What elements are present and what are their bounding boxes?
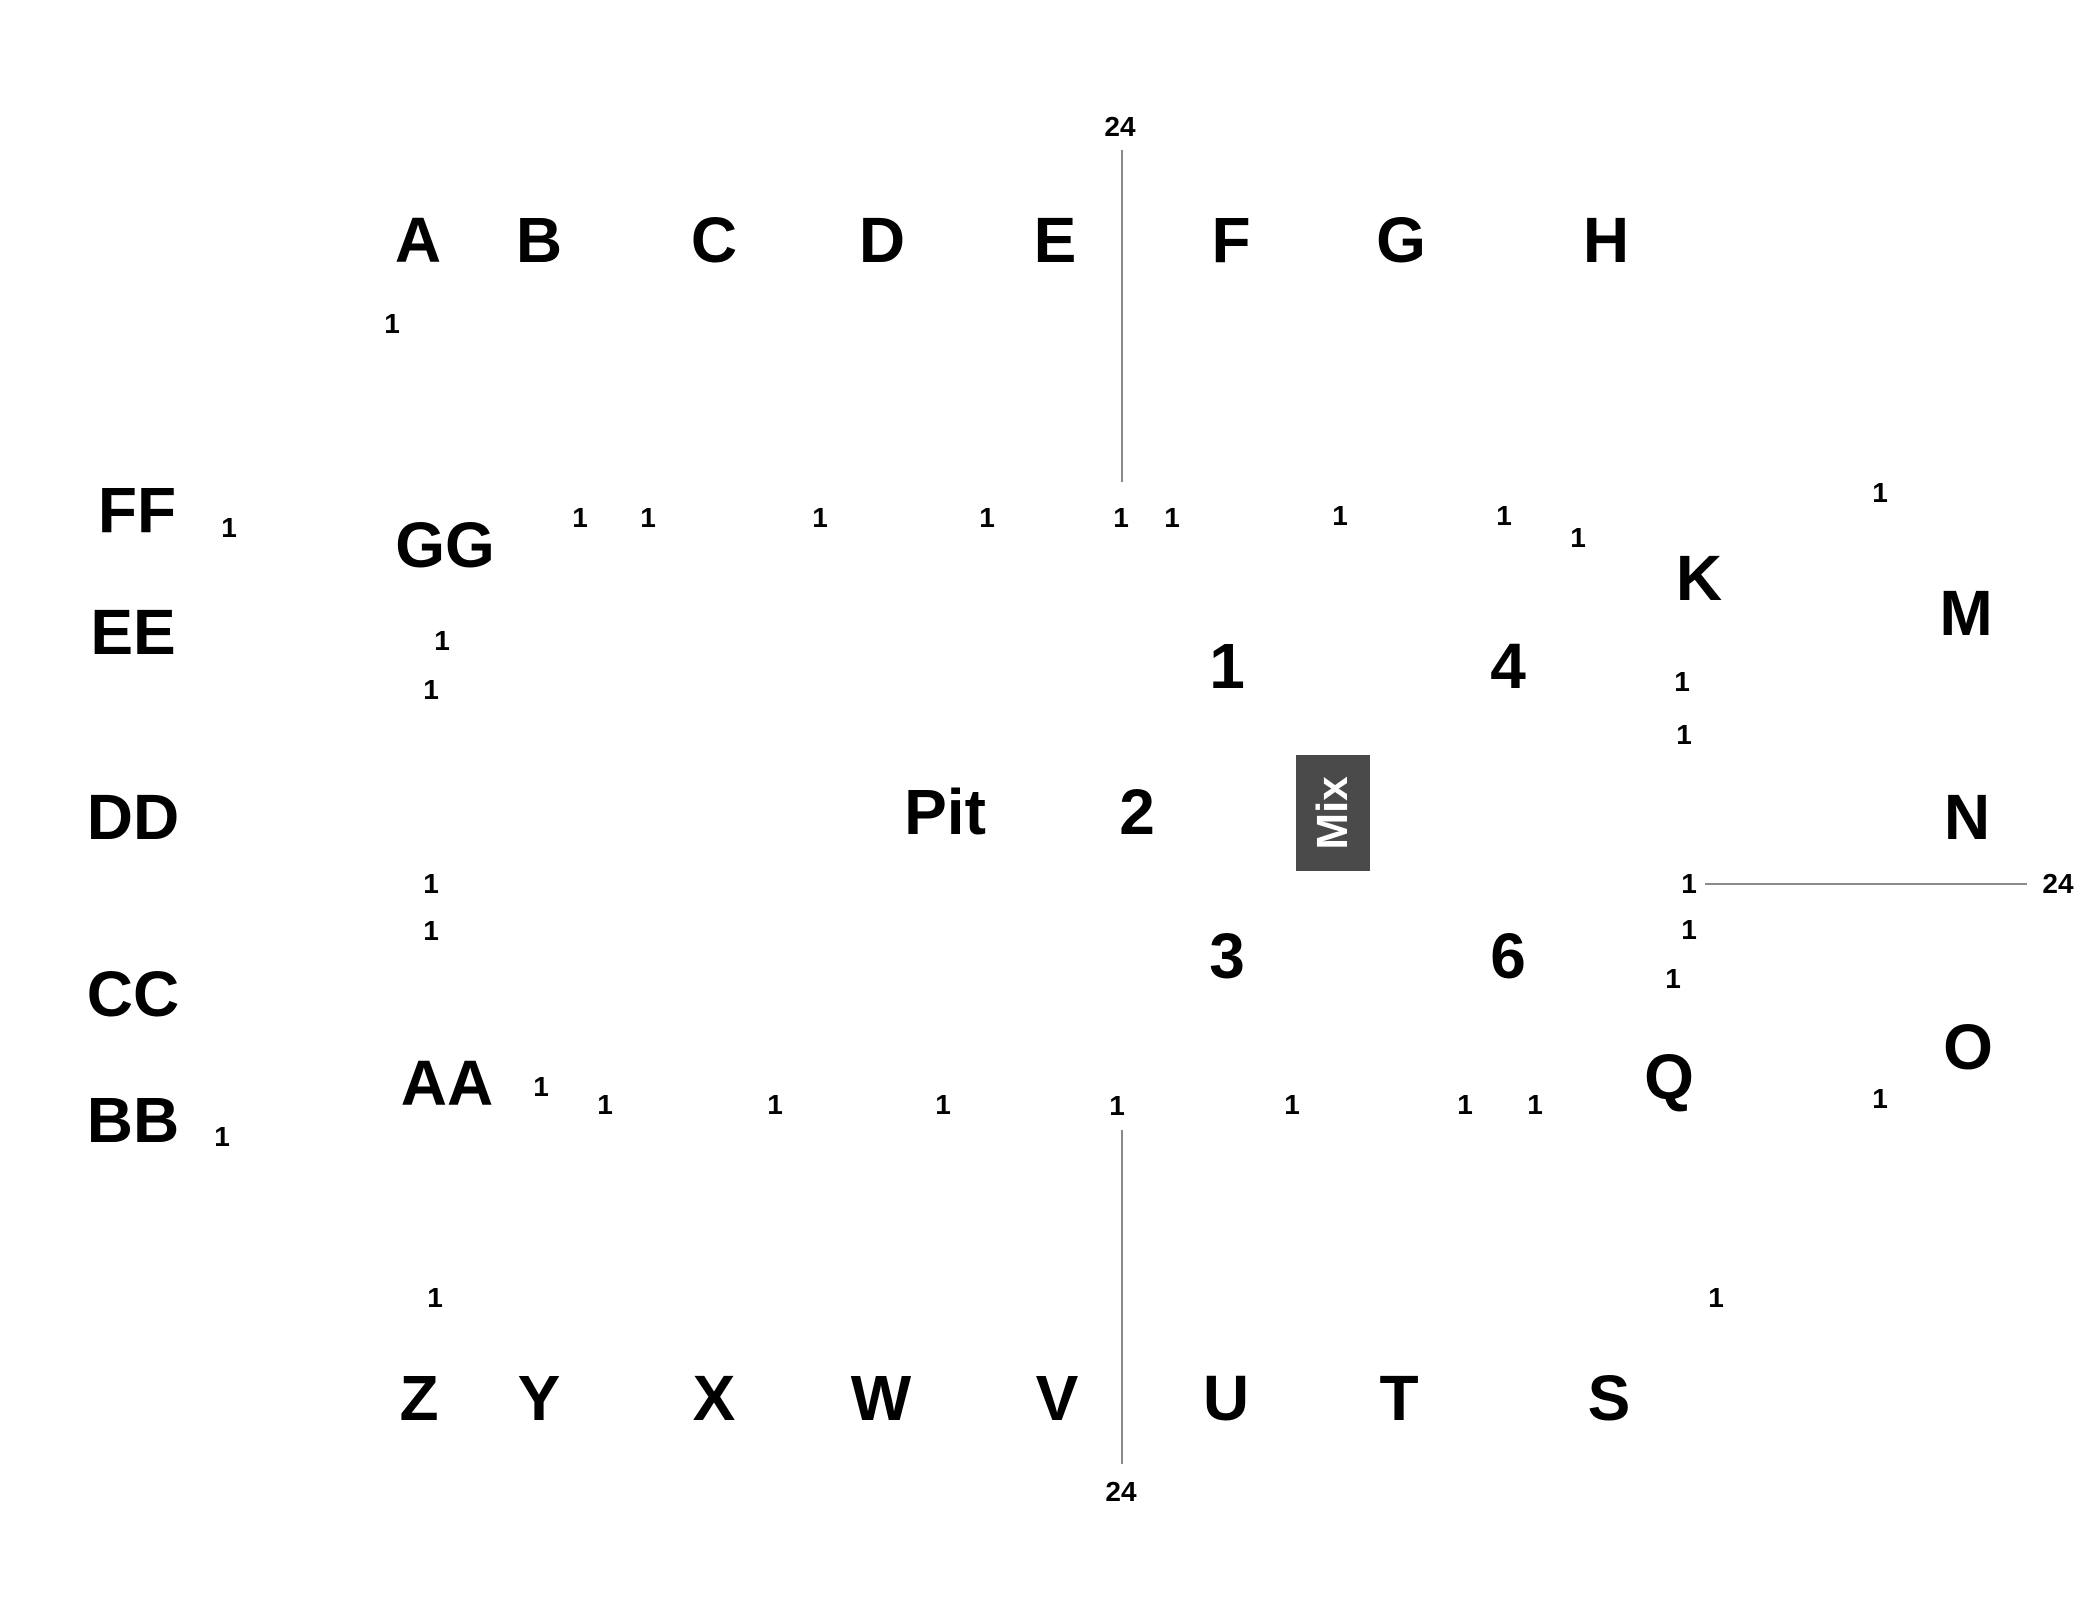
count-marker: 1 [1681,868,1697,899]
label-CC: CC [86,958,180,1030]
label-S: S [1587,1362,1631,1434]
count-marker: 1 [423,915,439,946]
count-marker: 1 [1665,963,1681,994]
label-Y: Y [517,1362,561,1434]
count-marker: 1 [423,868,439,899]
count-marker: 1 [214,1121,230,1152]
station-4: 4 [1490,630,1526,702]
station-2: 2 [1119,776,1155,848]
bottom-connector-line [1121,1130,1123,1464]
count-marker: 1 [1496,500,1512,531]
label-Q: Q [1644,1041,1694,1113]
count-marker: 1 [979,502,995,533]
count-bottom: 24 [1105,1476,1137,1507]
station-6: 6 [1490,920,1526,992]
count-marker: 1 [1332,500,1348,531]
label-GG: GG [395,509,495,581]
count-marker: 1 [812,502,828,533]
count-marker: 1 [1570,522,1586,553]
label-FF: FF [97,474,177,546]
count-marker: 1 [935,1089,951,1120]
count-marker: 1 [533,1071,549,1102]
mix-box: Mix [1296,755,1370,871]
top-connector-line [1121,150,1123,482]
label-C: C [690,204,738,276]
label-F: F [1211,204,1251,276]
label-N: N [1943,781,1991,853]
count-marker: 1 [1113,502,1129,533]
count-marker: 1 [1872,1083,1888,1114]
label-M: M [1939,577,1993,649]
count-marker: 1 [1284,1089,1300,1120]
label-EE: EE [90,596,176,668]
count-marker: 1 [1708,1282,1724,1313]
count-marker: 1 [434,625,450,656]
label-O: O [1943,1011,1993,1083]
mix-label: Mix [1308,776,1357,850]
station-3: 3 [1209,920,1245,992]
count-marker: 1 [1681,914,1697,945]
count-marker: 1 [1109,1090,1125,1121]
count-marker: 1 [427,1282,443,1313]
count-marker: 1 [1164,502,1180,533]
count-marker: 1 [1674,666,1690,697]
count-marker: 1 [423,674,439,705]
label-X: X [692,1362,736,1434]
count-marker: 1 [221,512,237,543]
count-marker: 1 [572,502,588,533]
label-W: W [850,1362,912,1434]
label-BB: BB [86,1084,180,1156]
label-pit: Pit [904,776,986,848]
count-marker: 1 [767,1089,783,1120]
label-U: U [1202,1362,1250,1434]
count-marker: 1 [597,1089,613,1120]
count-marker: 1 [384,308,400,339]
label-G: G [1376,204,1426,276]
count-marker: 1 [1676,719,1692,750]
label-V: V [1035,1362,1079,1434]
label-D: D [858,204,906,276]
label-E: E [1033,204,1077,276]
label-K: K [1675,542,1723,614]
right-connector-line [1705,883,2027,885]
count-right: 24 [2042,868,2074,899]
label-DD: DD [86,781,180,853]
count-marker: 1 [1527,1089,1543,1120]
count-top: 24 [1104,111,1136,142]
label-A: A [394,204,442,276]
count-marker: 1 [1872,477,1888,508]
label-H: H [1582,204,1630,276]
label-T: T [1379,1362,1419,1434]
label-Z: Z [399,1362,439,1434]
label-B: B [515,204,563,276]
label-AA: AA [400,1047,494,1119]
count-marker: 1 [1457,1089,1473,1120]
station-1: 1 [1209,630,1245,702]
count-marker: 1 [640,502,656,533]
